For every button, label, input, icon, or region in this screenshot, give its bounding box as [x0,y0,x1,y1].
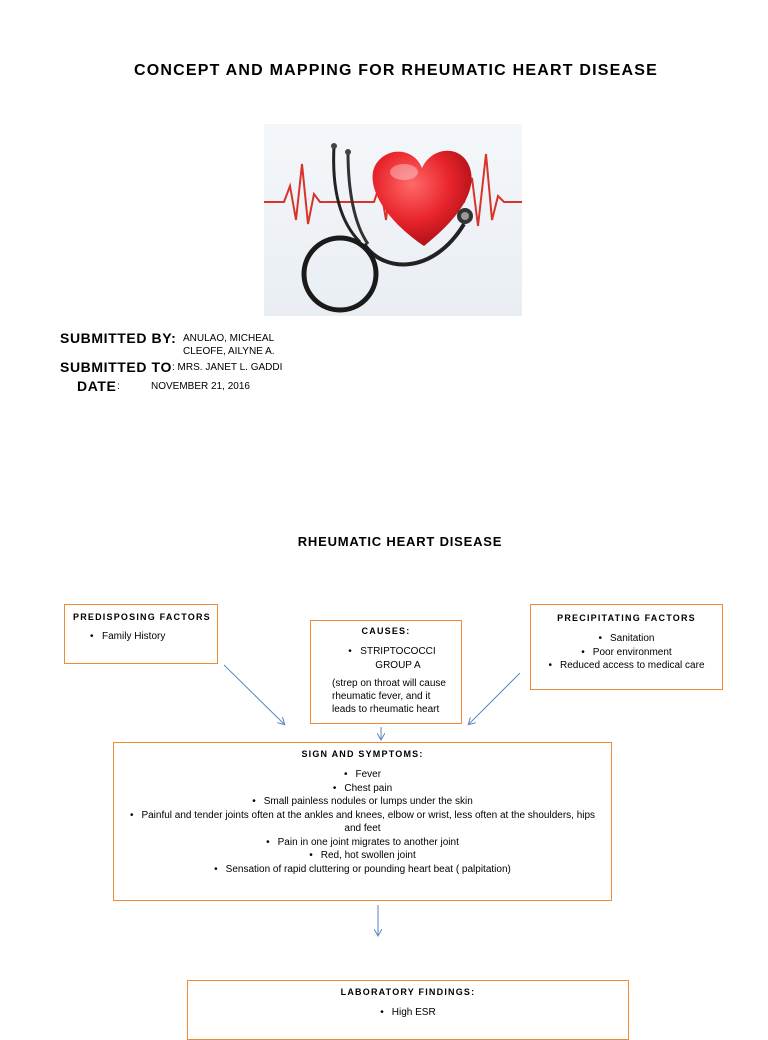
list-item: Sanitation [531,632,722,646]
list-item: Poor environment [531,646,722,660]
list-item: Family History [102,630,217,644]
list-item: Red, hot swollen joint [124,849,601,863]
list-item: Chest pain [124,782,601,796]
list-item: High ESR [188,1006,628,1020]
causes-note-line-3: leads to rheumatic heart [332,703,461,716]
list-item: Pain in one joint migrates to another jo… [124,836,601,850]
list-item: Small painless nodules or lumps under th… [124,795,601,809]
list-item: Sensation of rapid cluttering or poundin… [124,863,601,877]
lab-heading: LABORATORY FINDINGS: [188,981,628,997]
list-item: Reduced access to medical care [531,659,722,673]
causes-box: CAUSES: STRIPTOCOCCI GROUP A (strep on t… [310,620,462,724]
causes-heading: CAUSES: [311,621,461,636]
predisposing-heading: PREDISPOSING FACTORS [65,605,217,622]
list-item: Painful and tender joints often at the a… [124,809,601,836]
precipitating-heading: PRECIPITATING FACTORS [531,605,722,623]
laboratory-findings-box: LABORATORY FINDINGS: High ESR [187,980,629,1040]
causes-note-line-2: rheumatic fever, and it [332,690,461,703]
precipitating-factors-box: PRECIPITATING FACTORS Sanitation Poor en… [530,604,723,690]
signs-heading: SIGN AND SYMPTOMS: [114,743,611,759]
arrow-precipitating [469,673,520,724]
causes-note-line-1: (strep on throat will cause [332,677,461,690]
list-item: Fever [124,768,601,782]
signs-symptoms-box: SIGN AND SYMPTOMS: Fever Chest pain Smal… [113,742,612,901]
arrow-predisposing [224,665,284,724]
list-item: STRIPTOCOCCI GROUP A [345,645,451,672]
predisposing-factors-box: PREDISPOSING FACTORS Family History [64,604,218,664]
